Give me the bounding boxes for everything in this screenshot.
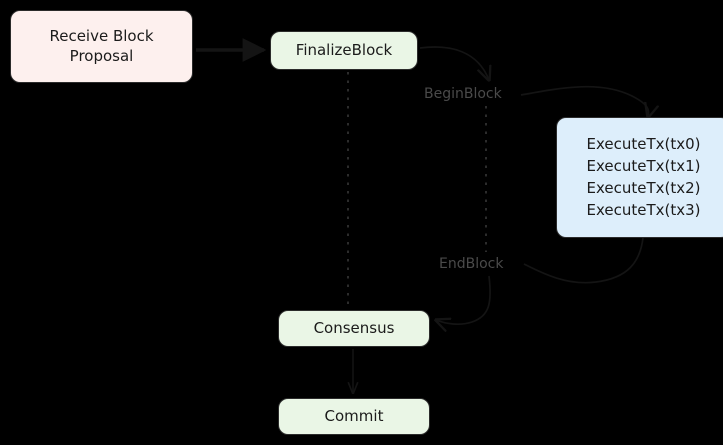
node-label-line: Consensus [313, 318, 395, 337]
node-label-line: Commit [324, 406, 384, 425]
edge-label-end-block: EndBlock [439, 256, 504, 272]
node-receive-block-proposal[interactable]: Receive Block Proposal [10, 10, 193, 83]
edge-executetx-to-endblock [523, 237, 644, 284]
node-label-line: ExecuteTx(tx1) [586, 156, 701, 175]
edge-beginblock-to-executetx [520, 85, 649, 117]
edge-label-begin-block: BeginBlock [424, 86, 502, 102]
edge-endblock-to-consensus [436, 275, 491, 324]
node-label-line: ExecuteTx(tx3) [586, 201, 701, 220]
node-consensus[interactable]: Consensus [278, 310, 430, 347]
node-finalize-block[interactable]: FinalizeBlock [270, 31, 418, 70]
node-label-line: Receive Block [49, 27, 154, 46]
node-label-line: ExecuteTx(tx0) [586, 134, 701, 153]
node-commit[interactable]: Commit [278, 398, 430, 435]
node-label-line: FinalizeBlock [295, 40, 393, 59]
node-label-line: ExecuteTx(tx2) [586, 179, 701, 197]
edge-finalize-to-beginblock [419, 46, 489, 80]
node-execute-tx[interactable]: ExecuteTx(tx0) ExecuteTx(tx1) ExecuteTx(… [556, 117, 723, 238]
node-label-line: Proposal [69, 46, 134, 65]
